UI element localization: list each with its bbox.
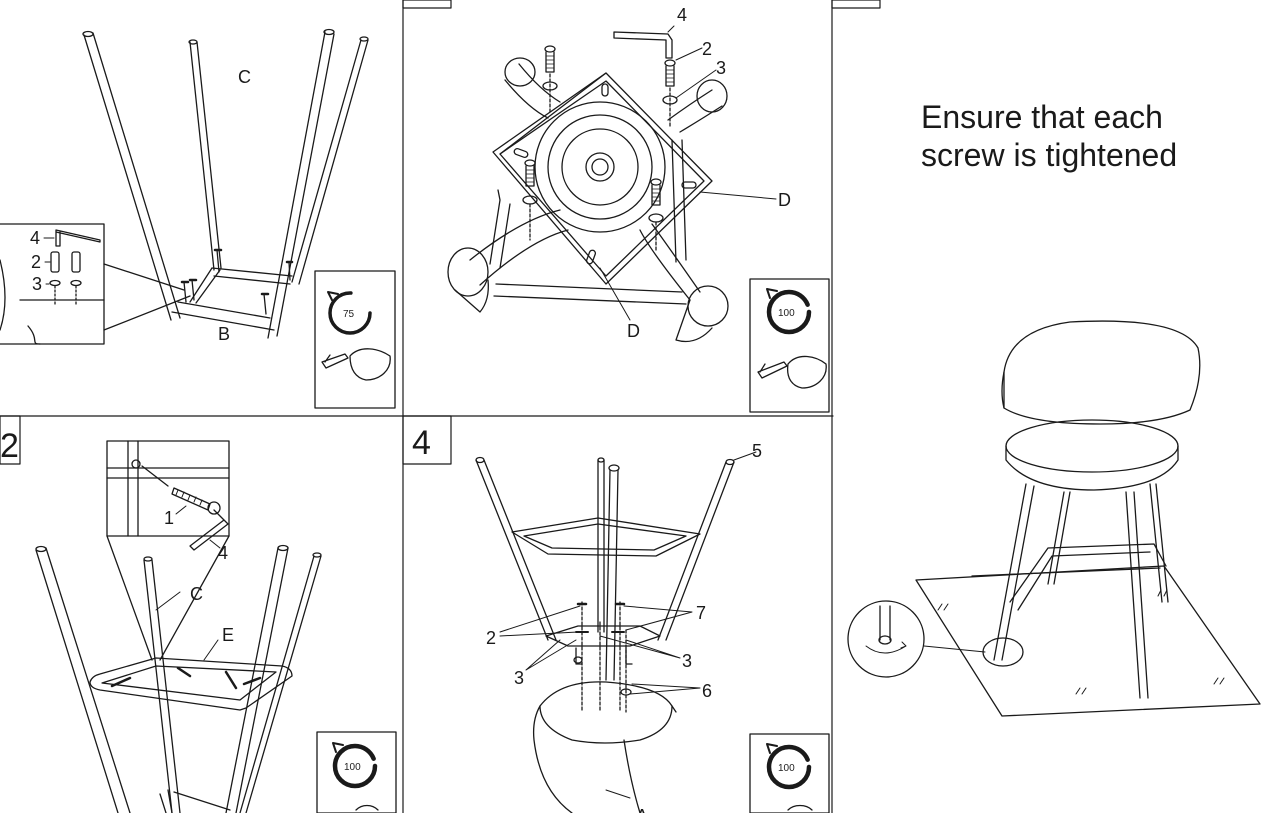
- p1-label-b: B: [218, 324, 230, 344]
- p4-label-3-left: 3: [514, 668, 524, 688]
- p2-label-d-bottom: D: [627, 321, 640, 341]
- panel-3-torque-box: [316, 731, 397, 813]
- step-number-4: 4: [412, 424, 431, 462]
- p1-label-2: 2: [31, 252, 41, 272]
- p2-label-2: 2: [702, 39, 712, 59]
- p2-label-3: 3: [716, 58, 726, 78]
- panel-2-base: [447, 57, 729, 343]
- p4-label-6: 6: [702, 681, 712, 701]
- tighten-note-line-1: Ensure that each: [921, 99, 1163, 135]
- p3-label-c: C: [190, 584, 203, 604]
- panel-4-stool: [475, 451, 757, 813]
- panel-4-torque-box: [749, 733, 830, 813]
- p3-label-4: 4: [218, 543, 228, 563]
- p2-label-4: 4: [677, 5, 687, 25]
- p3-label-1: 1: [164, 508, 174, 528]
- p4-label-5: 5: [752, 441, 762, 461]
- tighten-note-line-2: screw is tightened: [921, 137, 1178, 173]
- panel-1-detail-inset: [0, 223, 191, 345]
- panel-1-torque-box: [314, 270, 396, 409]
- p1-label-3: 3: [32, 274, 42, 294]
- step-number-2: 2: [0, 427, 19, 465]
- p4-label-7: 7: [696, 603, 706, 623]
- p2-label-d-right: D: [778, 190, 791, 210]
- p4-label-3-right: 3: [682, 651, 692, 671]
- panel-grid: [0, 0, 881, 813]
- p3-label-e: E: [222, 625, 234, 645]
- p3-torque-value: 100: [344, 762, 361, 773]
- tighten-note: Ensure that each screw is tightened: [921, 98, 1241, 174]
- p2-torque-value: 100: [778, 308, 795, 319]
- p4-torque-value: 100: [778, 763, 795, 774]
- panel-1-frame-legs: [82, 28, 369, 339]
- panel-3-detail-inset: [106, 440, 230, 661]
- p4-label-2: 2: [486, 628, 496, 648]
- panel-3-frame: [35, 544, 322, 813]
- panel-2-screws: [522, 25, 777, 321]
- p4-label-a: A: [636, 806, 648, 813]
- panel-2-torque-box: [749, 278, 830, 413]
- p1-label-4: 4: [30, 228, 40, 248]
- p1-torque-value: 75: [343, 309, 355, 320]
- panel-5-finished-stool: [847, 320, 1261, 717]
- p1-label-c: C: [238, 67, 251, 87]
